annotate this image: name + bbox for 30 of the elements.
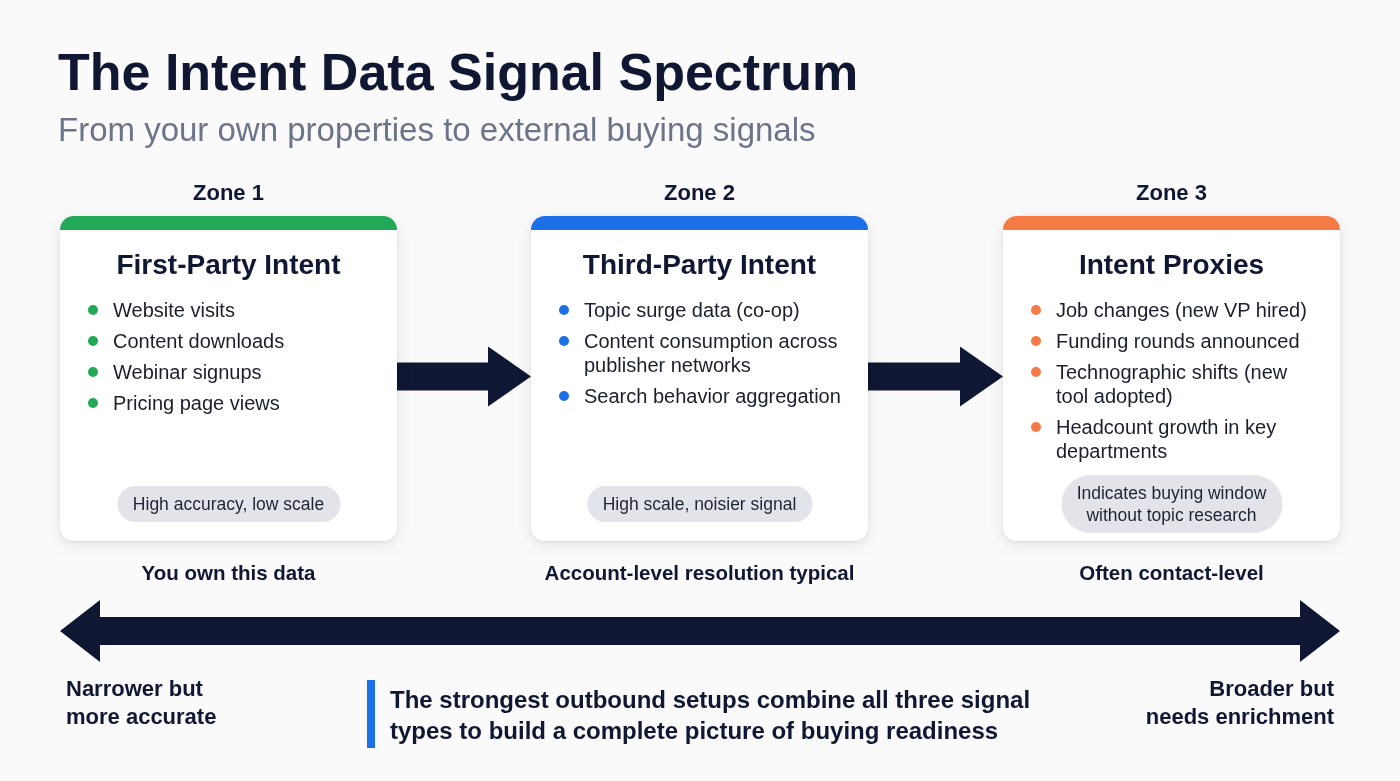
zone-caption: Account-level resolution typical [544, 560, 855, 586]
list-item: Headcount growth in key departments [1056, 415, 1278, 463]
list-item: Website visits [113, 298, 236, 322]
arrow [397, 346, 531, 407]
zone-label: Zone 2 [664, 179, 735, 207]
scale-end-label: Broader but needs enrichment [1144, 675, 1334, 731]
arrow [868, 346, 1003, 407]
list-item: Content consumption across publisher networks [584, 329, 839, 377]
card-heading: First-Party Intent [116, 248, 341, 282]
card-heading: Third-Party Intent [582, 248, 817, 282]
list-item: Pricing page views [113, 391, 281, 415]
summary-tag: High accuracy, low scale [117, 486, 340, 522]
title: The Intent Data Signal Spectrum [58, 42, 859, 103]
list-item: Search behavior aggregation [584, 384, 842, 408]
note-text: The strongest outbound setups combine all three signal types to build a complete picture of buying readiness [390, 685, 1032, 746]
list-item: Funding rounds announced [1056, 329, 1301, 353]
zone-caption: You own this data [141, 560, 316, 586]
list-item: Webinar signups [113, 360, 263, 384]
zone-label: Zone 1 [193, 179, 264, 207]
summary-tag: High scale, noisier signal [587, 486, 812, 522]
summary-tag: Indicates buying window without topic research [1061, 475, 1282, 533]
list-item: Technographic shifts (new tool adopted) [1056, 360, 1289, 408]
card-heading: Intent Proxies [1078, 248, 1265, 282]
zone-caption: Often contact-level [1079, 560, 1264, 586]
subtitle: From your own properties to external buying signals [58, 110, 816, 150]
zone-label: Zone 3 [1136, 179, 1207, 207]
list-item: Topic surge data (co-op) [584, 298, 801, 322]
scale-end-label: Narrower but more accurate [66, 675, 218, 731]
list-item: Job changes (new VP hired) [1056, 298, 1308, 322]
list-item: Content downloads [113, 329, 286, 353]
